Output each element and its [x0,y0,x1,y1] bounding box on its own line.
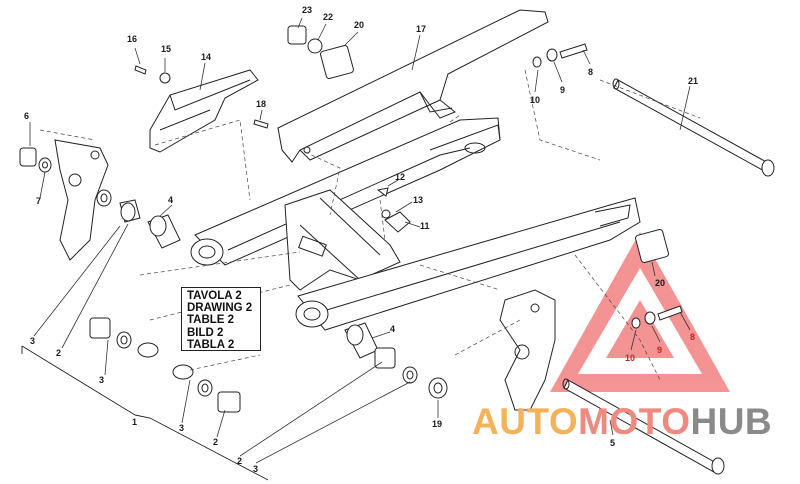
frame-plate-left [54,139,109,261]
ref-line-5: TABLA 2 [187,338,235,351]
ref-line-3: TABLE 2 [187,314,235,327]
callout-9-lower: 9 [657,345,662,355]
callout-3-a: 3 [30,336,35,346]
callout-3-c: 3 [179,423,184,433]
callout-20: 20 [354,20,364,30]
swingarm-right-arm [295,197,641,331]
callout-21: 21 [688,76,698,86]
leader-lines [29,17,691,464]
callout-10-upper: 10 [530,95,540,105]
ref-line-2: DRAWING 2 [187,302,253,315]
callout-15: 15 [161,44,171,54]
callout-2-b: 2 [213,437,218,447]
pivot-spindle-upper [612,78,775,177]
callout-3-d: 3 [253,464,258,474]
ref-line-1: TAVOLA 2 [187,290,242,302]
pivot-spindle-lower [562,378,725,475]
watermark-part-moto: MOTO [578,401,691,442]
callout-2-c: 2 [237,456,242,466]
callout-3-b: 3 [99,375,104,385]
callout-11: 11 [420,221,430,231]
callout-1: 1 [132,417,137,427]
swingarm-left-arm [190,117,501,266]
ref-line-4: BILD 2 [187,326,224,339]
bracket-group-1 [21,345,269,481]
callout-8-lower: 8 [690,332,695,342]
callout-4-lower: 4 [390,324,395,334]
watermark-part-hub: HUB [690,401,773,442]
callout-14: 14 [201,52,211,62]
callout-10-lower: 10 [625,353,635,363]
callout-7: 7 [36,196,41,206]
watermark-part-auto: AUTO [472,401,579,442]
bushings-bearings [19,25,683,413]
frame-plate-right [499,289,556,411]
callout-17: 17 [416,24,426,34]
callout-18: 18 [256,99,266,109]
callout-8-upper: 8 [588,67,593,77]
callout-20-lower: 20 [655,278,665,288]
callout-12: 12 [395,172,405,182]
callout-numbers: 23 22 20 17 16 15 14 18 6 7 4 12 13 11 2… [24,5,698,474]
callout-9-upper: 9 [560,85,565,95]
callout-13: 13 [413,195,423,205]
callout-5: 5 [610,438,615,448]
callout-23: 23 [302,5,312,15]
watermark-logo: AUTOMOTOHUB [472,402,772,442]
callout-22: 22 [323,12,333,22]
callout-19: 19 [432,419,442,429]
callout-6: 6 [24,111,29,121]
callout-2-a: 2 [56,348,61,358]
callout-16: 16 [127,34,137,44]
callout-4-upper: 4 [168,195,173,205]
chain-guard-part [277,9,549,163]
swingarm-crossmember [284,189,401,291]
chain-slider-part [149,69,259,153]
drawing-reference-box: TAVOLA 2 DRAWING 2 TABLE 2 BILD 2 TABLA … [181,287,261,351]
